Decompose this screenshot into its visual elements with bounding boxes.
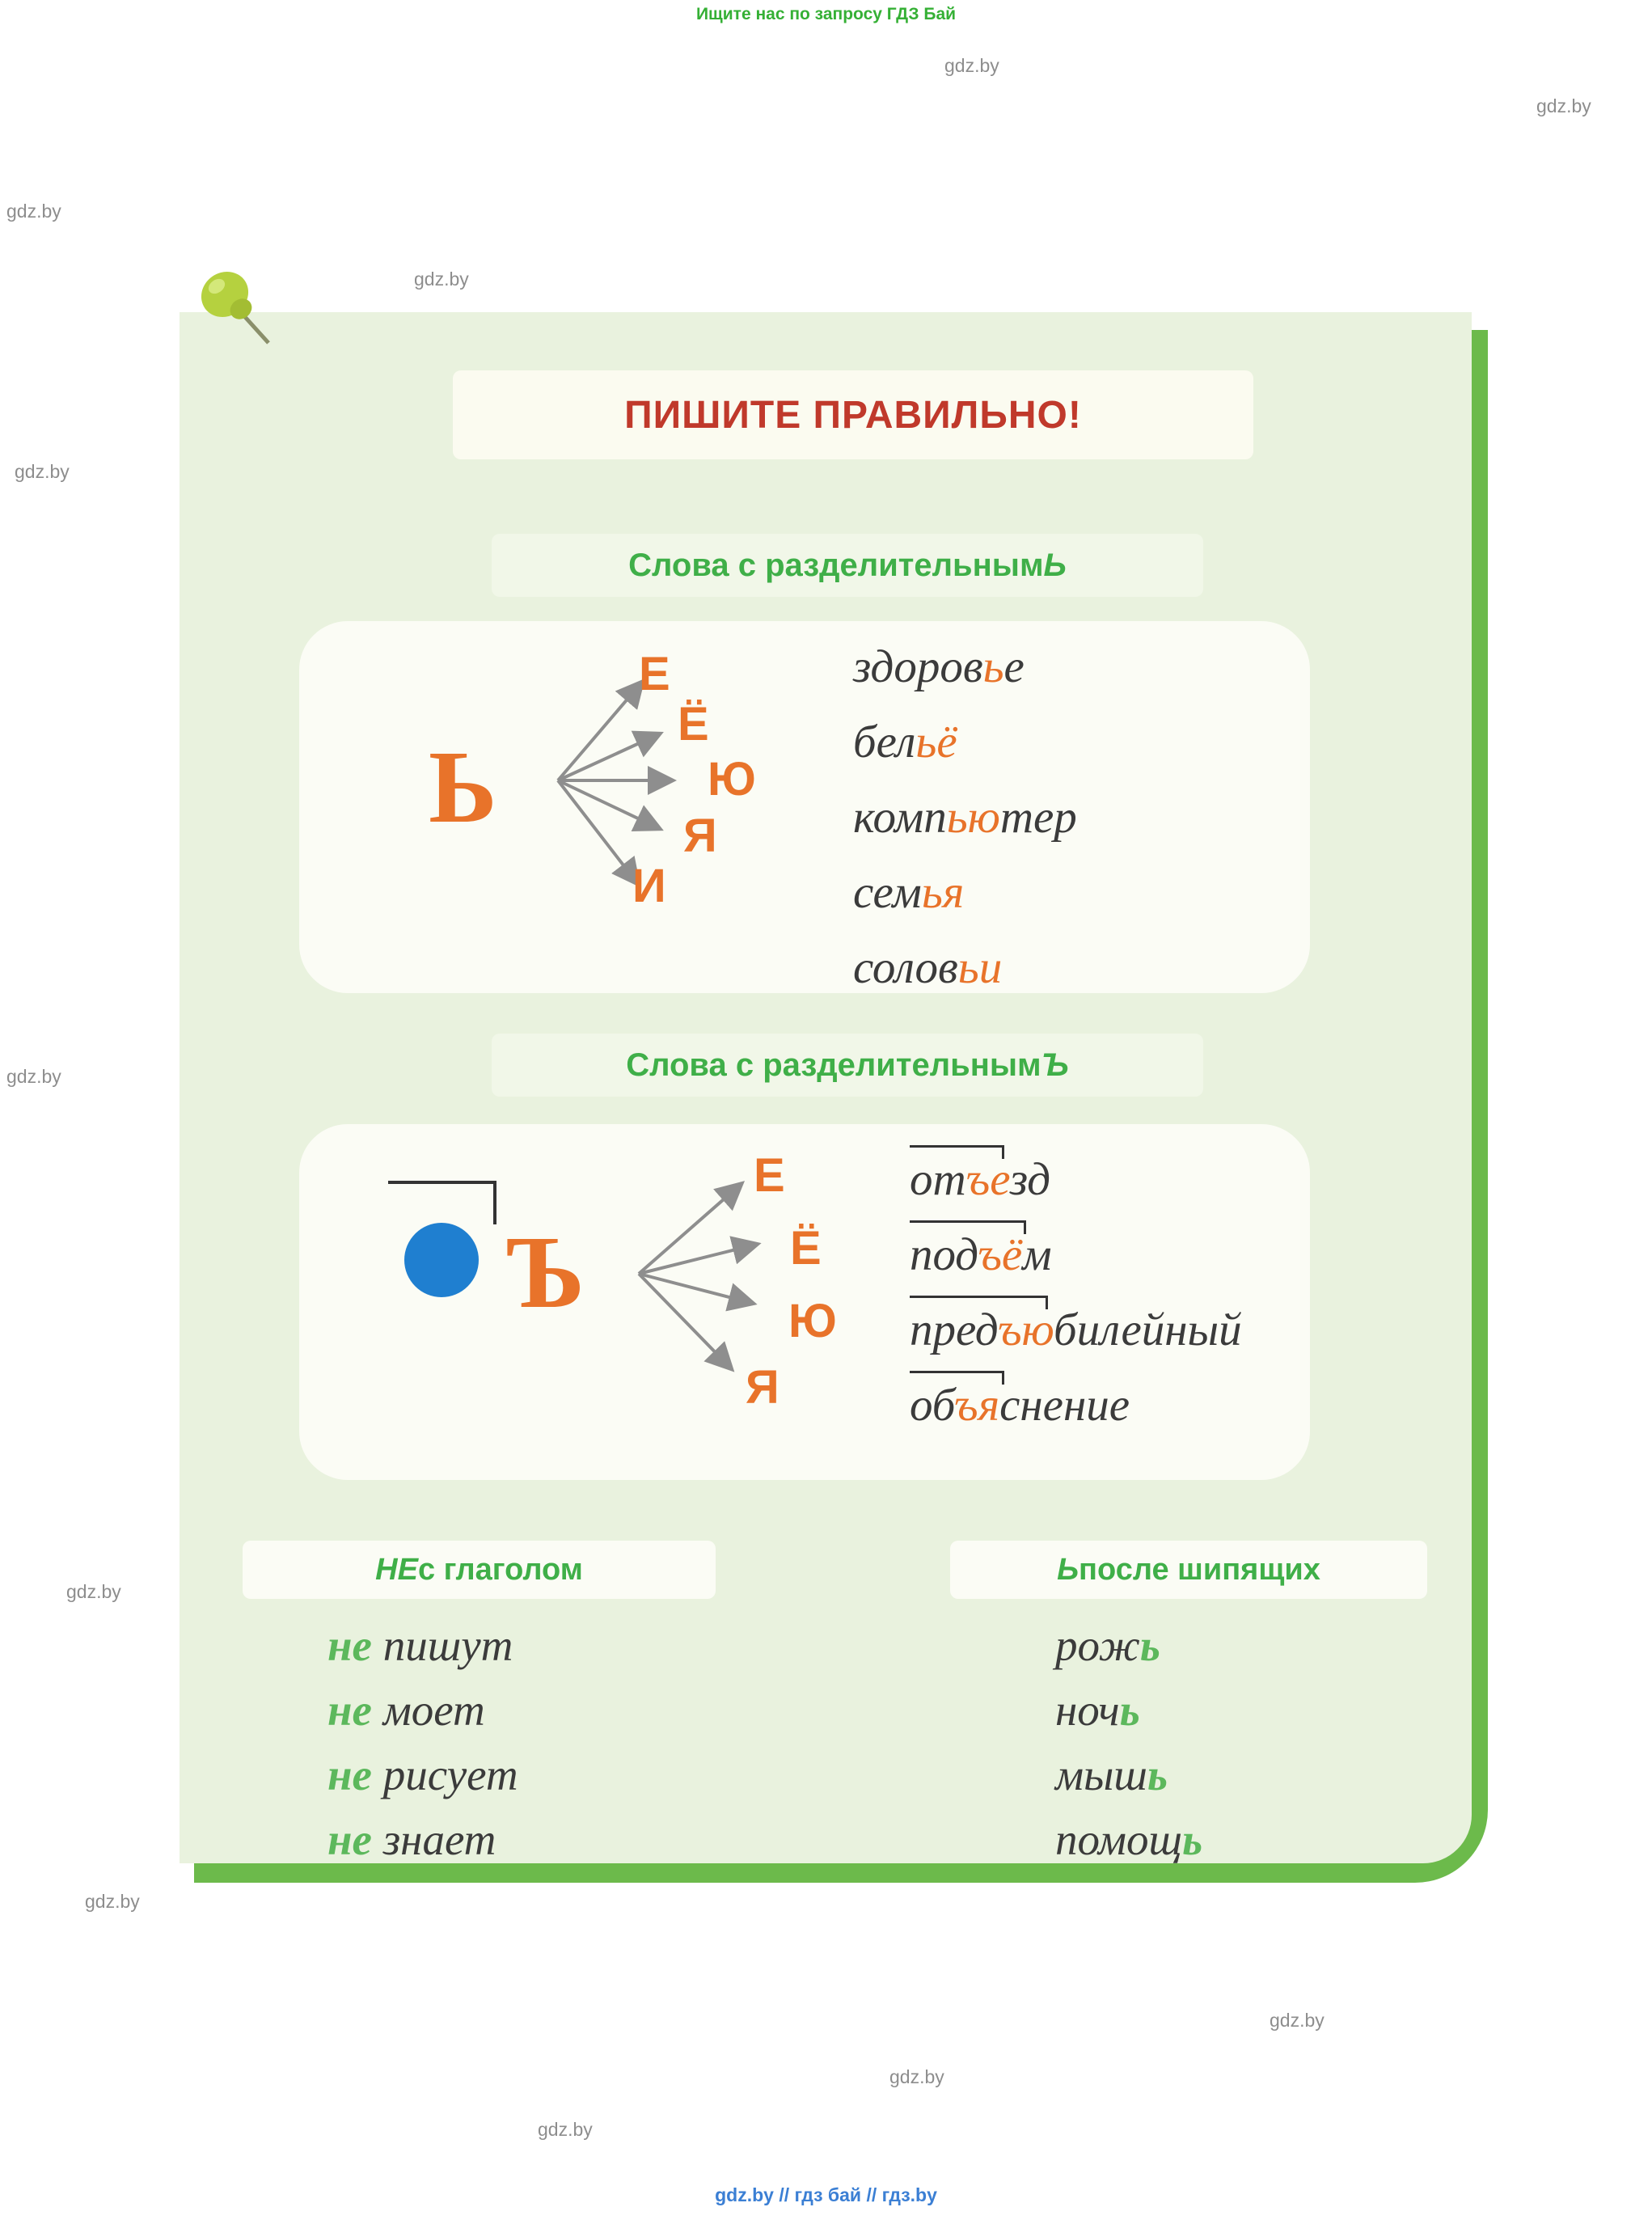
section-heading-soft-sign-letter: Ь	[1043, 547, 1067, 583]
example-word-soft: здоровье	[853, 641, 1025, 692]
poster-title-box: ПИШИТЕ ПРАВИЛЬНО!	[453, 370, 1253, 459]
list-item: ночь	[1055, 1685, 1140, 1735]
bottom-banner-sep-1: //	[779, 2184, 790, 2205]
section-heading-soft-after-hissing: Ь после шипящих	[950, 1541, 1427, 1599]
vowel-hard-0: Е	[754, 1149, 785, 1202]
bottom-promo-banner: gdz.by // гдз бай // гдз.by	[0, 2184, 1652, 2206]
prefix-marker	[910, 1220, 1026, 1234]
section-heading-ne-em: НЕ	[375, 1552, 418, 1587]
section-heading-hard-sign-letter: Ъ	[1041, 1046, 1069, 1083]
list-item: мышь	[1055, 1750, 1168, 1799]
watermark-text: gdz.by	[1536, 95, 1591, 116]
page-title: ПИШИТЕ ПРАВИЛЬНО!	[624, 393, 1082, 437]
section-heading-ne-rest: с глаголом	[417, 1552, 583, 1587]
section-heading-shh-em: Ь	[1057, 1552, 1080, 1587]
example-list-soft-after-hissing: рожь ночь мышь помощь	[1055, 1613, 1202, 1872]
bottom-banner-left: gdz.by	[715, 2184, 774, 2205]
pushpin-icon	[201, 271, 270, 345]
example-word-hard: объяснение	[910, 1368, 1242, 1443]
big-letter-soft-sign: Ь	[429, 729, 497, 844]
big-letter-hard-sign: Ъ	[505, 1215, 585, 1330]
watermark-text: gdz.by	[1270, 2010, 1325, 2031]
section-heading-hard-sign-text: Слова с разделительным	[626, 1046, 1041, 1083]
section-heading-hard-sign: Слова с разделительным Ъ	[492, 1034, 1203, 1097]
bottom-banner-sep-2: //	[866, 2184, 877, 2205]
watermark-text: gdz.by	[15, 461, 70, 482]
example-word-hard: предъюбилейный	[910, 1292, 1242, 1368]
section-heading-soft-sign-text: Слова с разделительным	[628, 547, 1044, 583]
example-word-soft: семья	[853, 867, 965, 918]
example-list-soft-sign: здоровье бельё компьютер семья соловьи	[853, 629, 1077, 1005]
watermark-text: gdz.by	[538, 2119, 593, 2140]
vowel-hard-2: Ю	[788, 1295, 837, 1347]
example-word-hard: отъезд	[910, 1142, 1242, 1217]
arrow-group-hard-sign	[637, 1181, 762, 1372]
prefix-bracket-diagram	[388, 1181, 496, 1224]
vowel-soft-0: Е	[639, 648, 670, 700]
watermark-text: gdz.by	[414, 268, 469, 290]
vowel-soft-4: И	[632, 860, 666, 912]
list-item: помощь	[1055, 1815, 1203, 1864]
example-word-soft: бельё	[853, 717, 957, 767]
watermark-text: gdz.by	[889, 2066, 944, 2087]
vowel-soft-1: Ё	[678, 698, 709, 750]
watermark-text: gdz.by	[944, 55, 999, 76]
prefix-marker	[910, 1296, 1048, 1309]
vowel-soft-2: Ю	[708, 753, 756, 805]
example-word-soft: соловьи	[853, 942, 1003, 993]
prefix-marker	[910, 1145, 1004, 1159]
section-heading-soft-sign: Слова с разделительным Ь	[492, 534, 1203, 597]
example-word-hard: подъём	[910, 1217, 1242, 1292]
watermark-text: gdz.by	[6, 201, 61, 222]
list-item: не знает	[327, 1815, 496, 1864]
top-promo-banner: Ищите нас по запросу ГДЗ Бай	[695, 5, 957, 23]
watermark-text: gdz.by	[85, 1891, 140, 1912]
example-word-soft: компьютер	[853, 792, 1077, 843]
arrow-group-soft-sign	[556, 678, 677, 888]
root-circle-marker	[404, 1223, 479, 1297]
example-list-ne-with-verb: не пишут не моет не рисует не знает	[327, 1613, 518, 1872]
watermark-text: gdz.by	[6, 1066, 61, 1087]
list-item: не моет	[327, 1685, 485, 1735]
list-item: рожь	[1055, 1621, 1160, 1670]
bottom-banner-mid: гдз бай	[794, 2184, 862, 2205]
prefix-marker	[910, 1371, 1004, 1385]
vowel-hard-1: Ё	[790, 1222, 822, 1275]
vowel-hard-3: Я	[746, 1361, 780, 1414]
section-heading-ne-with-verb: НЕ с глаголом	[243, 1541, 716, 1599]
panel-soft-sign	[299, 621, 1310, 993]
list-item: не рисует	[327, 1750, 518, 1799]
bottom-banner-right: гдз.by	[881, 2184, 937, 2205]
list-item: не пишут	[327, 1621, 513, 1670]
vowel-soft-3: Я	[683, 810, 717, 862]
section-heading-shh-rest: после шипящих	[1079, 1552, 1320, 1587]
watermark-text: gdz.by	[66, 1581, 121, 1602]
